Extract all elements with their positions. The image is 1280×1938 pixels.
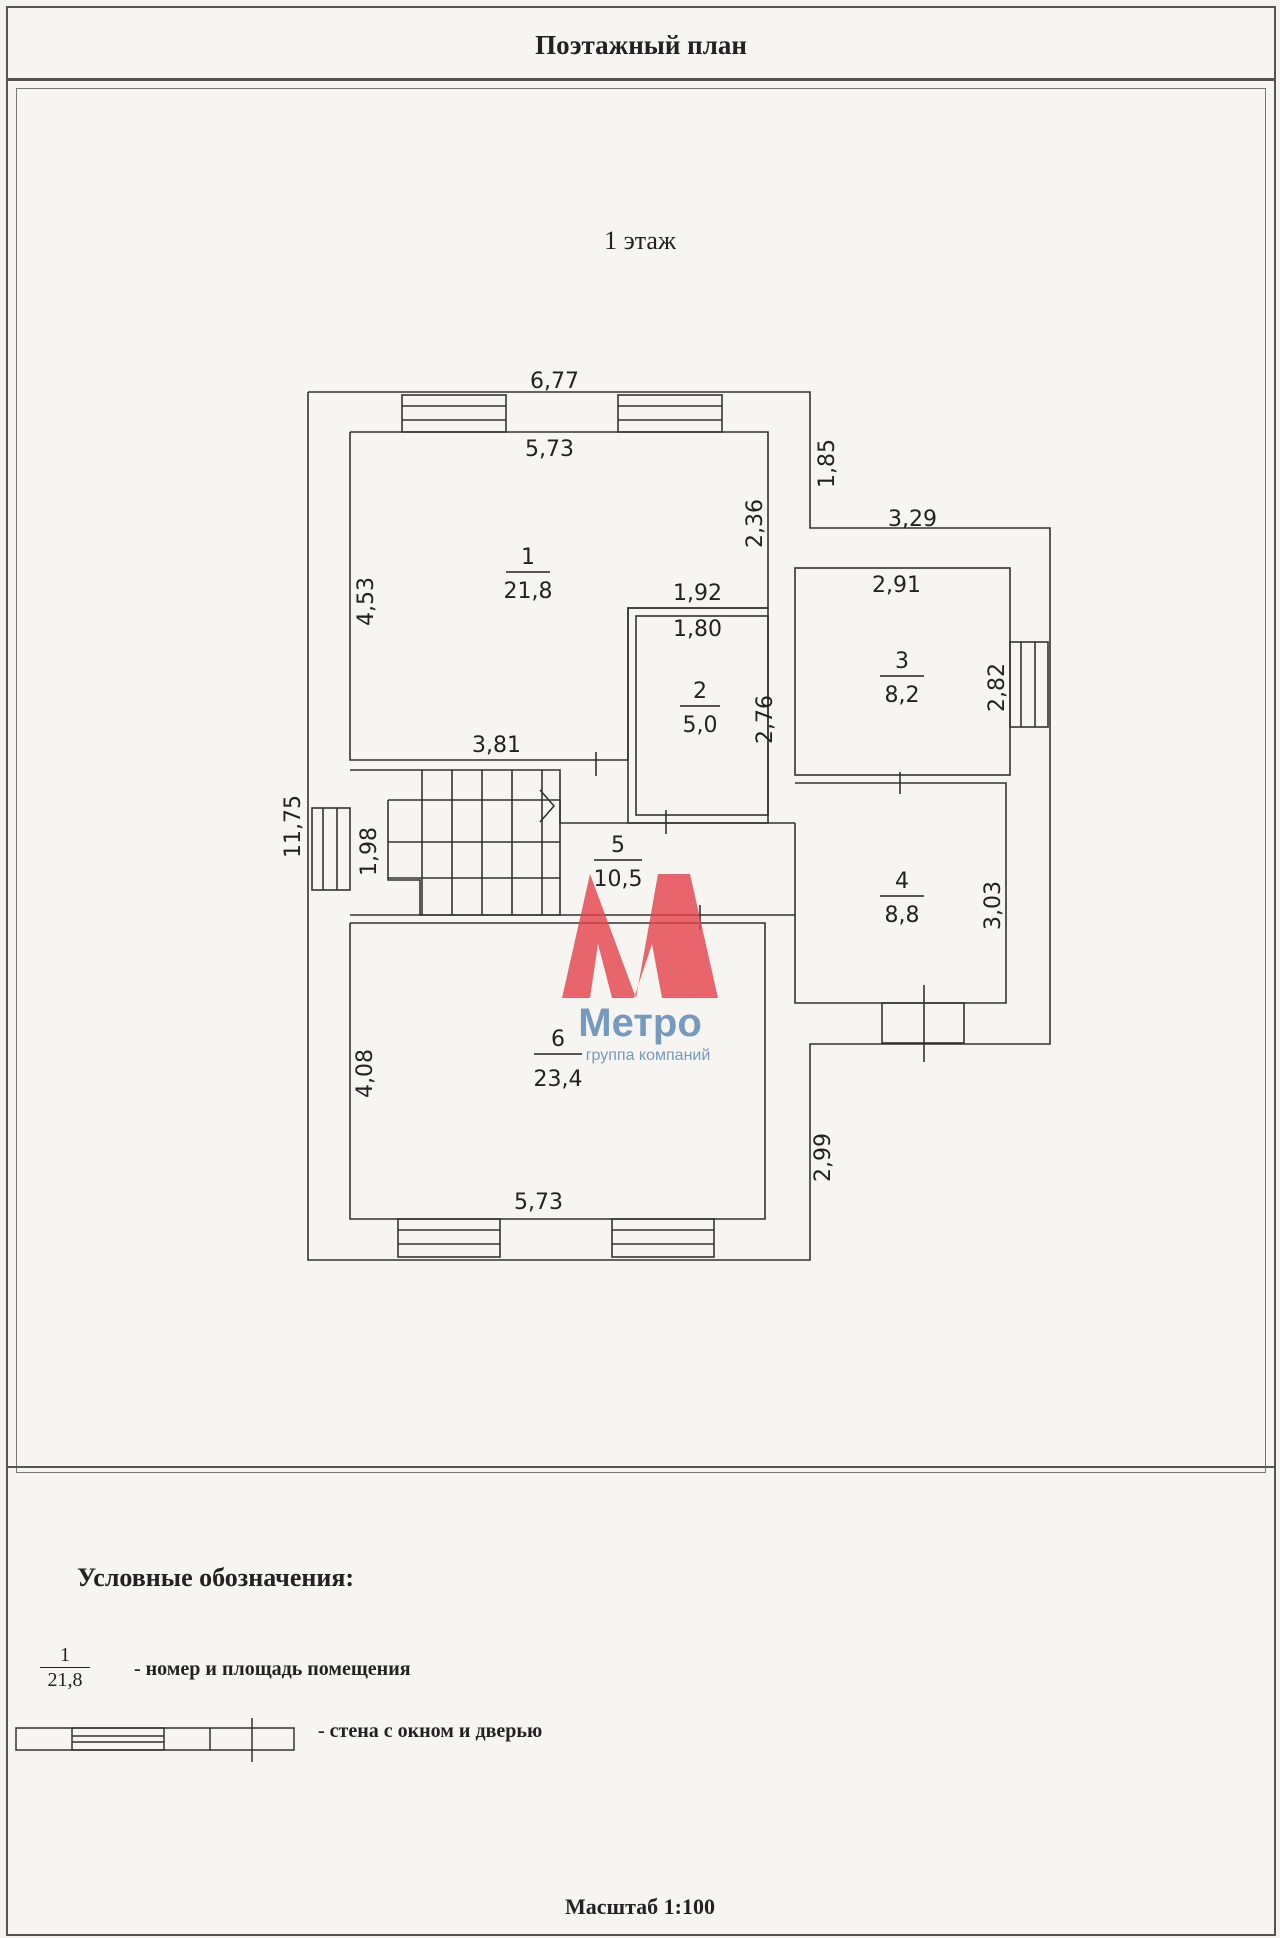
room4-walls [794, 782, 1007, 1004]
svg-text:2: 2 [693, 679, 707, 704]
svg-text:5,0: 5,0 [683, 713, 718, 738]
window-top-right [617, 394, 723, 433]
svg-text:8,2: 8,2 [885, 683, 920, 708]
svg-text:10,5: 10,5 [594, 867, 643, 892]
dim-room1-left: 4,53 [354, 577, 379, 626]
dim-right-outer-top: 3,29 [888, 507, 937, 532]
dim-room2-top-outer: 1,92 [673, 581, 722, 606]
staircase [387, 799, 561, 916]
dim-bottom-right-step: 2,99 [811, 1133, 836, 1182]
svg-text:4: 4 [895, 869, 909, 894]
room-label-3: 3 8,2 [880, 649, 924, 708]
dim-room2-top-inner: 1,80 [673, 617, 722, 642]
svg-text:23,4: 23,4 [534, 1067, 583, 1092]
window-bottom-right [611, 1218, 715, 1258]
header-bar: Поэтажный план [8, 8, 1274, 81]
dim-room3-top: 2,91 [872, 573, 921, 598]
metro-logo-watermark: Метро группа компаний [562, 874, 718, 1064]
dim-overall-height: 11,75 [281, 795, 306, 858]
dim-room1-right: 2,36 [743, 499, 768, 548]
legend-room-label-desc: - номер и площадь помещения [134, 1658, 411, 1680]
dim-room6-left: 4,08 [353, 1049, 378, 1098]
room-label-1: 1 21,8 [504, 545, 553, 604]
dim-step-vertical: 1,85 [815, 439, 840, 488]
dim-room3-right: 2,82 [985, 663, 1010, 712]
scale-label: Масштаб 1:100 [564, 1894, 715, 1919]
dim-room2-right: 2,76 [753, 695, 778, 744]
room-label-5: 5 10,5 [594, 833, 643, 892]
metro-logo-mark [562, 874, 718, 998]
room6-walls [349, 922, 766, 1220]
room-label-2: 2 5,0 [680, 679, 720, 738]
hall5-walls [350, 769, 795, 824]
svg-text:1: 1 [521, 545, 535, 570]
svg-text:6: 6 [551, 1027, 565, 1052]
svg-text:3: 3 [895, 649, 909, 674]
entrance-door [881, 985, 965, 1062]
dim-top-outer: 6,77 [530, 369, 579, 394]
dim-room1-top: 5,73 [525, 437, 574, 462]
svg-text:5: 5 [611, 833, 625, 858]
floor-label: 1 этаж [604, 226, 676, 255]
legend-title: Условные обозначения: [77, 1563, 355, 1592]
window-left [311, 807, 351, 891]
legend-wall-sample [15, 1718, 295, 1762]
legend-room-sample: 1 21,8 [40, 1643, 90, 1692]
room-label-4: 4 8,8 [880, 869, 924, 928]
section-divider [6, 1466, 1274, 1468]
svg-text:Метро: Метро [578, 1001, 702, 1045]
dim-stair-width: 3,81 [472, 733, 521, 758]
window-top-left [401, 394, 507, 433]
dim-room6-bottom: 5,73 [514, 1190, 563, 1215]
svg-text:8,8: 8,8 [885, 903, 920, 928]
window-right [1009, 641, 1049, 728]
page-title: Поэтажный план [535, 30, 747, 60]
legend-wall-desc: - стена с окном и дверью [318, 1720, 543, 1742]
dim-stair-height: 1,98 [357, 827, 382, 876]
outer-wall [307, 391, 1051, 1261]
dim-room4-right: 3,03 [981, 881, 1006, 930]
room-label-6: 6 23,4 [534, 1027, 583, 1092]
svg-text:группа компаний: группа компаний [586, 1047, 711, 1064]
svg-text:21,8: 21,8 [504, 579, 553, 604]
drawing-frame [16, 88, 1266, 1473]
window-bottom-left [397, 1218, 501, 1258]
